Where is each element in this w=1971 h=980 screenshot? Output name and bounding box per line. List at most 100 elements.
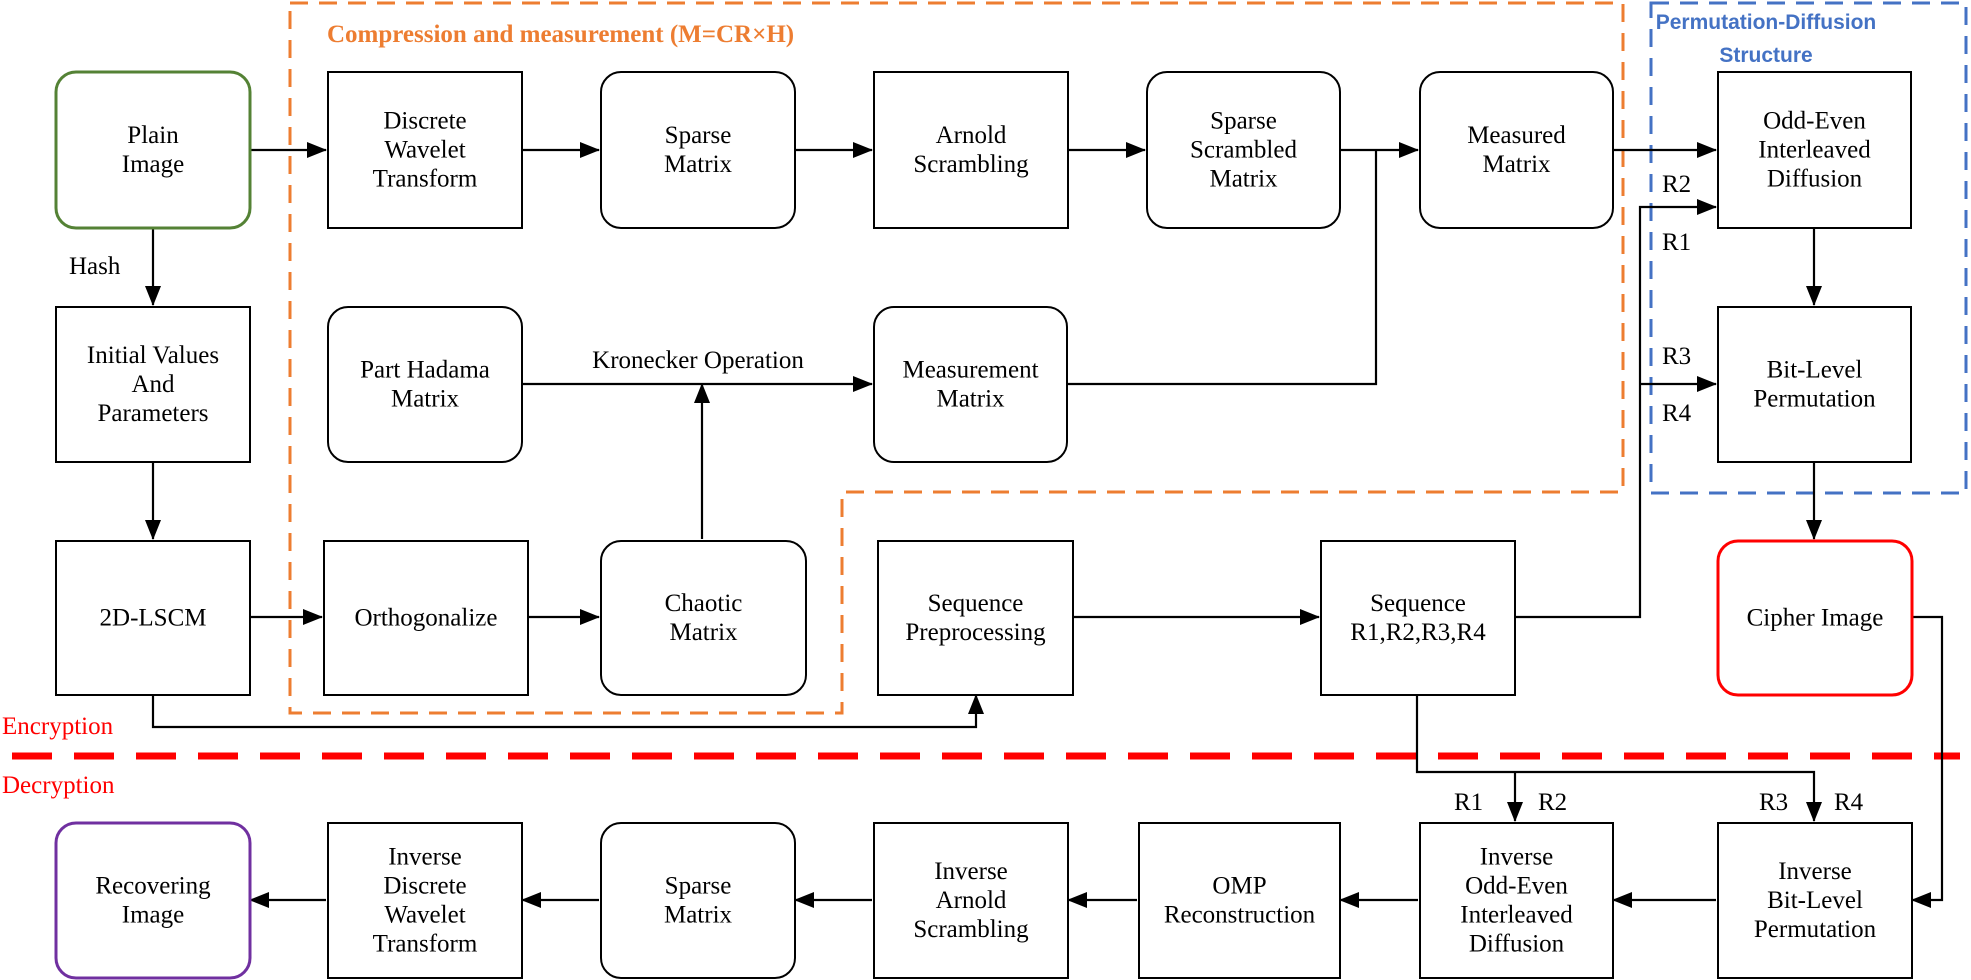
initial-values-label-line: Initial Values [87,342,219,369]
bit-level-permutation-label-line: Permutation [1753,386,1876,413]
permutation-diffusion-region-border [1649,1,1968,495]
measurement-matrix-label-line: Matrix [936,386,1005,413]
inv-bit-level-label-line: Bit-Level [1767,887,1863,914]
arnold-scrambling-label-line: Scrambling [913,151,1029,178]
odd-even-diffusion-label-line: Odd-Even [1763,108,1866,135]
bit-level-permutation-label-line: Bit-Level [1767,357,1863,384]
part-hadama-label-line: Part Hadama [360,357,490,384]
compression-region-title: Compression and measurement (M=CR×H) [327,21,794,48]
dec-r2-label: R2 [1538,789,1567,816]
dec-r3-label: R3 [1759,789,1788,816]
dec-r1-label: R1 [1454,789,1483,816]
omp-label-line: OMP [1212,873,1266,900]
dwt-label-line: Discrete [383,108,466,135]
sparse-matrix-label-line: Sparse [665,122,732,149]
dec-r4-label: R4 [1834,789,1864,816]
inv-dwt-label-line: Inverse [388,844,462,871]
compression-region-border [288,1,1625,715]
permutation-region-title-line1: Permutation-Diffusion [1656,11,1877,34]
sequence-r-label-line: R1,R2,R3,R4 [1350,619,1486,646]
inv-arnold-label-line: Arnold [936,887,1007,914]
sparse-scrambled-label-line: Sparse [1210,108,1277,135]
plain-image-label-line: Image [122,151,184,178]
plain-image-label-line: Plain [127,122,179,149]
odd-even-diffusion-label-line: Diffusion [1767,166,1863,193]
inv-dwt-label-line: Discrete [383,873,466,900]
arnold-scrambling-label-line: Arnold [936,122,1007,149]
decryption-label: Decryption [2,772,115,799]
cipher-image-label-line: Cipher Image [1747,605,1884,632]
sparse-matrix-2-label-line: Sparse [665,873,732,900]
inv-dwt-label-line: Transform [373,931,478,958]
kronecker-label: Kronecker Operation [592,347,804,374]
r3-label: R3 [1662,343,1691,370]
chaotic-matrix-label-line: Chaotic [665,590,743,617]
odd-even-diffusion-label-line: Interleaved [1758,137,1871,164]
omp-label-line: Reconstruction [1164,902,1316,929]
sparse-scrambled-label-line: Matrix [1209,166,1278,193]
initial-values-label-line: And [131,371,175,398]
encryption-label: Encryption [2,713,114,740]
sparse-matrix-label-line: Matrix [664,151,733,178]
sequence-preprocessing-label-line: Preprocessing [905,619,1046,646]
inv-odd-even-label-line: Diffusion [1469,931,1565,958]
inv-odd-even-label-line: Odd-Even [1465,873,1568,900]
lscm-label-line: 2D-LSCM [100,605,207,632]
dwt-label-line: Wavelet [384,137,465,164]
inv-bit-level-label-line: Permutation [1754,916,1877,943]
inv-bit-level-label-line: Inverse [1778,858,1852,885]
cipher-image-node: Cipher Image [1716,539,1914,697]
r2-label: R2 [1662,171,1691,198]
connections [145,142,1944,908]
edge-labels: Hash Kronecker Operation R2 R1 R3 R4 R1 … [69,171,1864,816]
sparse-matrix-2-label-line: Matrix [664,902,733,929]
recovering-image-label-line: Recovering [95,873,211,900]
r4-label: R4 [1662,400,1692,427]
inv-arnold-label-line: Scrambling [913,916,1029,943]
measured-matrix-label-line: Measured [1467,122,1566,149]
inv-arnold-label-line: Inverse [934,858,1008,885]
sequence-preprocessing-label-line: Sequence [928,590,1024,617]
initial-values-label-line: Parameters [97,400,208,427]
inv-odd-even-label-line: Interleaved [1460,902,1573,929]
lscm-node: 2D-LSCM [55,540,251,696]
chaotic-matrix-label-line: Matrix [669,619,738,646]
r1-label: R1 [1662,229,1691,256]
sequence-r-label-line: Sequence [1370,590,1466,617]
sparse-scrambled-label-line: Scrambled [1190,137,1297,164]
recovering-image-label-line: Image [122,902,184,929]
orthogonalize-label-line: Orthogonalize [354,605,497,632]
measurement-matrix-label-line: Measurement [902,357,1038,384]
orthogonalize-node: Orthogonalize [323,540,529,696]
permutation-region-title-line2: Structure [1719,44,1812,67]
measured-matrix-label-line: Matrix [1482,151,1551,178]
part-hadama-label-line: Matrix [391,386,460,413]
inv-dwt-label-line: Wavelet [384,902,465,929]
hash-label: Hash [69,253,121,280]
inv-odd-even-label-line: Inverse [1480,844,1554,871]
dwt-label-line: Transform [373,166,478,193]
